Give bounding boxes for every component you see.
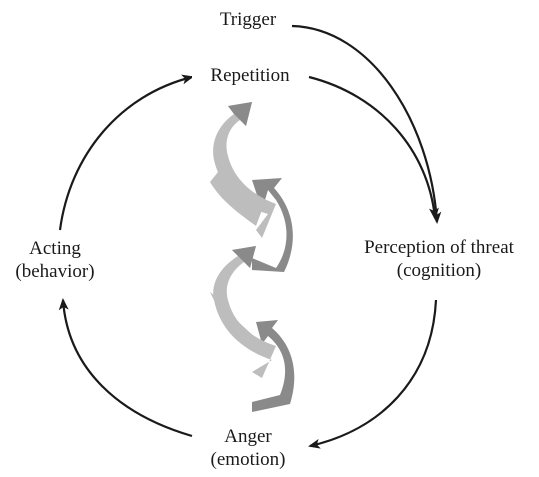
node-acting-line1: Acting [29, 238, 81, 259]
spiral-arrows-graphic [210, 102, 295, 412]
node-anger: Anger (emotion) [198, 425, 298, 471]
arrow-perception-to-anger [308, 299, 438, 449]
node-repetition: Repetition [192, 64, 308, 87]
node-anger-line2: (emotion) [210, 449, 286, 470]
arrow-repetition-to-perception [308, 75, 439, 220]
arrow-acting-to-repetition [58, 74, 194, 231]
spiral-ribbon-3 [213, 246, 276, 378]
arrow-anger-to-acting [58, 298, 193, 438]
node-acting-line2: (behavior) [15, 261, 95, 282]
node-perception-line1: Perception of threat [364, 237, 514, 258]
spiral-ribbon-8 [228, 102, 252, 126]
node-anger-line1: Anger [224, 426, 272, 447]
spiral-ribbon-4 [232, 246, 256, 268]
node-trigger: Trigger [208, 8, 288, 31]
spiral-ribbon-5 [252, 178, 293, 272]
node-trigger-label: Trigger [219, 9, 277, 30]
node-acting: Acting (behavior) [0, 237, 110, 283]
node-repetition-label: Repetition [210, 65, 290, 86]
arrow-trigger-to-perception [291, 24, 442, 224]
node-perception-of-threat: Perception of threat (cognition) [339, 236, 539, 282]
node-perception-line2: (cognition) [396, 260, 482, 281]
spiral-ribbon-6 [210, 172, 262, 226]
spiral-ribbon-7 [213, 102, 276, 238]
spiral-ribbon-1 [252, 320, 295, 412]
